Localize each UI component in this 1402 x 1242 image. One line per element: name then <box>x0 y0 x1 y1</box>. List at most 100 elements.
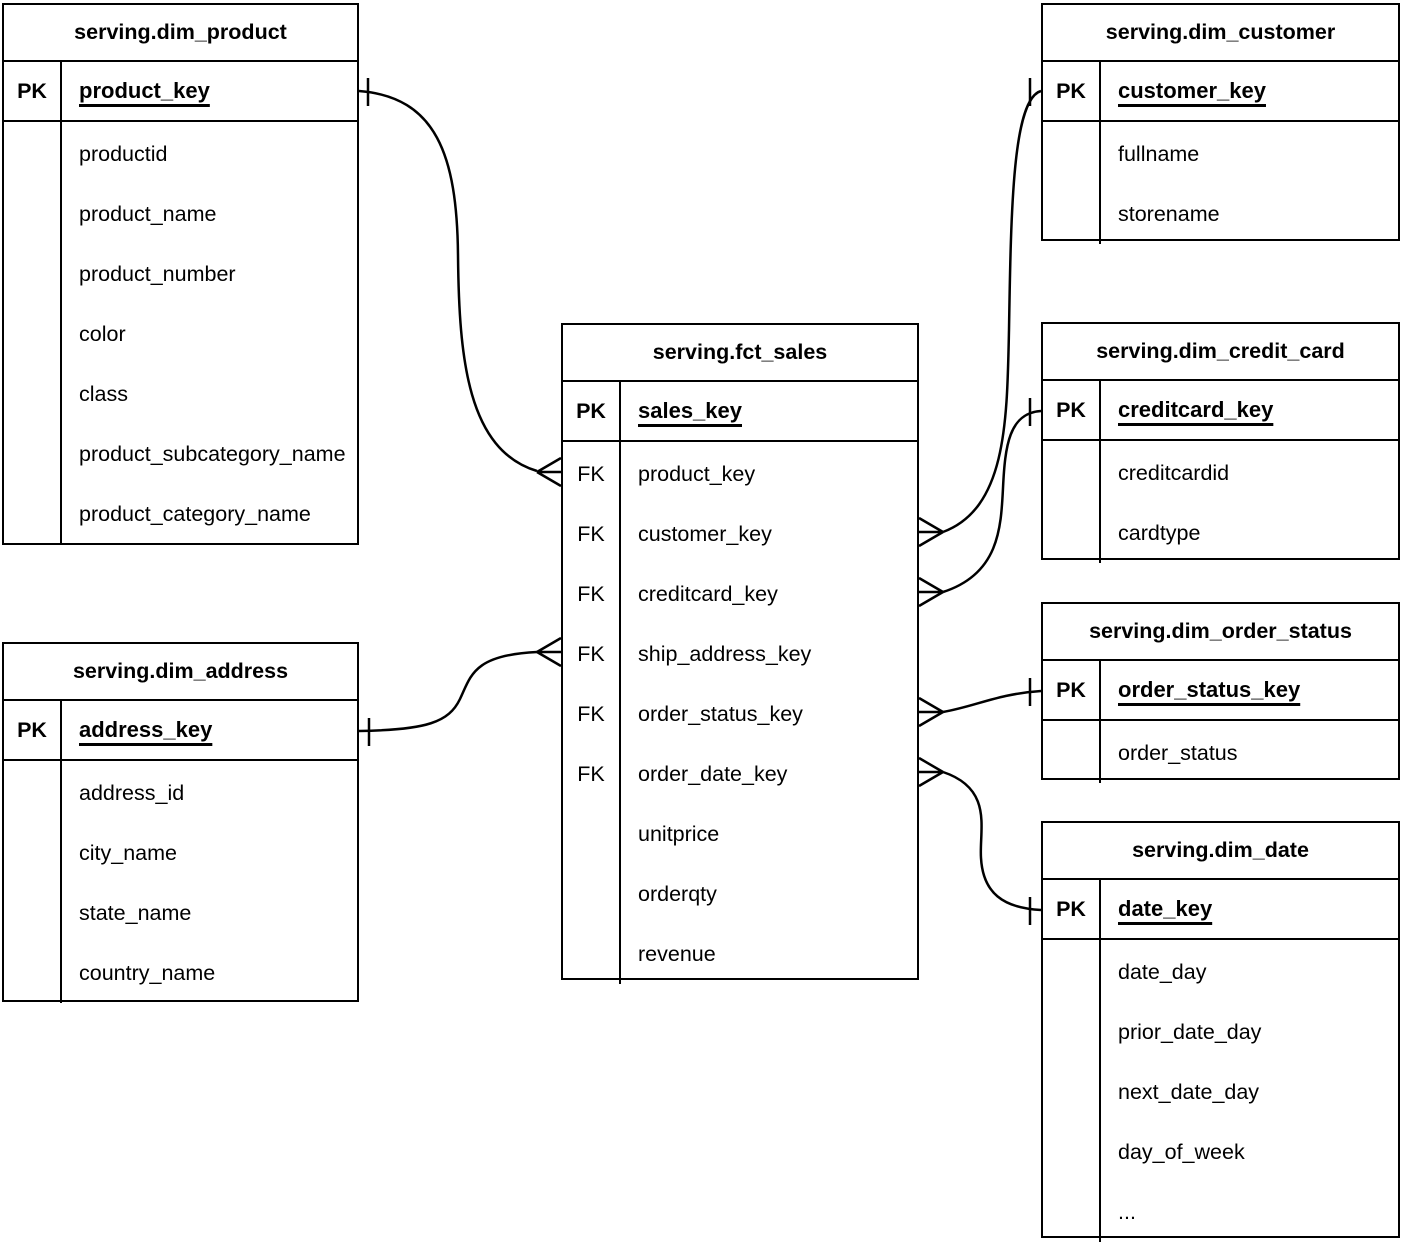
field-name-text: order_date_key <box>638 761 788 786</box>
field-name-text: order_status_key <box>638 701 803 726</box>
field-column: date_day prior_date_day next_date_day day_o… <box>1101 940 1398 1242</box>
relationship-line <box>358 89 538 473</box>
entity-title: serving.dim_address <box>4 644 357 701</box>
field-name-text: fullname <box>1118 141 1200 166</box>
field-name-text: next_date_day <box>1118 1079 1260 1104</box>
relationship-fct_sales-dim_customer <box>918 78 1042 548</box>
field-name: product_number <box>62 244 357 304</box>
key-cell-empty <box>4 763 60 823</box>
key-cell-empty <box>1043 723 1099 783</box>
entity-title: serving.dim_credit_card <box>1043 324 1398 381</box>
pk-badge: PK <box>1043 661 1101 719</box>
field-name-text: product_name <box>79 201 217 226</box>
key-column <box>1043 940 1101 1242</box>
key-column <box>4 761 62 1003</box>
key-cell-empty <box>1043 124 1099 184</box>
field-name-text: storename <box>1118 201 1220 226</box>
fk-badge: FK <box>577 581 605 606</box>
field-name: order_date_key <box>621 744 917 804</box>
fields-area: order_status <box>1043 721 1398 783</box>
key-cell-empty <box>1043 1002 1099 1062</box>
fields-area: fullname storename <box>1043 122 1398 244</box>
field-name-text: cardtype <box>1118 520 1201 545</box>
field-name: class <box>62 364 357 424</box>
key-cell-empty <box>563 924 619 984</box>
relationship-line <box>942 770 1042 912</box>
field-name: orderqty <box>621 864 917 924</box>
field-name: order_status <box>1101 723 1398 783</box>
field-name: state_name <box>62 883 357 943</box>
key-cell-empty <box>1043 1062 1099 1122</box>
crows-foot-icon <box>918 576 944 608</box>
key-column <box>4 122 62 544</box>
entity-title: serving.dim_date <box>1043 823 1398 880</box>
pk-field-name: address_key <box>79 717 213 742</box>
field-name: order_status_key <box>621 684 917 744</box>
pk-badge: PK <box>4 701 62 759</box>
field-name: prior_date_day <box>1101 1002 1398 1062</box>
relationship-fct_sales-dim_credit_card <box>918 398 1042 608</box>
key-cell-empty <box>1043 184 1099 244</box>
key-column <box>1043 122 1101 244</box>
field-name: productid <box>62 124 357 184</box>
field-name: ship_address_key <box>621 624 917 684</box>
relationship-line <box>358 650 538 733</box>
key-column <box>1043 441 1101 563</box>
key-cell-empty <box>4 424 60 484</box>
relationship-fct_sales-dim_address <box>358 636 562 746</box>
pk-row: PK order_status_key <box>1043 661 1398 721</box>
field-name-text: product_subcategory_name <box>79 441 346 466</box>
field-name-text: product_category_name <box>79 501 311 526</box>
field-name: country_name <box>62 943 357 1003</box>
relationship-fct_sales-dim_date <box>918 756 1042 925</box>
field-name: product_name <box>62 184 357 244</box>
field-name-text: creditcard_key <box>638 581 778 606</box>
field-name-text: unitprice <box>638 821 720 846</box>
fields-area: address_id city_name state_name country_nam… <box>4 761 357 1003</box>
entity-title: serving.dim_order_status <box>1043 604 1398 661</box>
key-cell-empty <box>4 364 60 424</box>
key-cell-empty <box>1043 1122 1099 1182</box>
key-cell-empty <box>4 184 60 244</box>
crows-foot-icon <box>536 636 562 668</box>
field-name-text: prior_date_day <box>1118 1019 1262 1044</box>
field-name: creditcard_key <box>621 564 917 624</box>
field-name: storename <box>1101 184 1398 244</box>
pk-badge: PK <box>563 382 621 440</box>
field-name: address_id <box>62 763 357 823</box>
key-cell-empty <box>4 124 60 184</box>
pk-field-name: customer_key <box>1118 78 1266 103</box>
field-name-text: city_name <box>79 840 177 865</box>
pk-badge: PK <box>1043 880 1101 938</box>
key-cell-empty <box>4 244 60 304</box>
field-name: product_category_name <box>62 484 357 544</box>
key-cell-empty <box>4 943 60 1003</box>
field-column: order_status <box>1101 721 1398 783</box>
pk-field-name: order_status_key <box>1118 677 1301 702</box>
field-name: date_day <box>1101 942 1398 1002</box>
key-cell-empty <box>4 883 60 943</box>
field-name: day_of_week <box>1101 1122 1398 1182</box>
field-name: fullname <box>1101 124 1398 184</box>
field-name-text: country_name <box>79 960 216 985</box>
entity-title: serving.dim_product <box>4 5 357 62</box>
field-name-text: customer_key <box>638 521 772 546</box>
field-name: cardtype <box>1101 503 1398 563</box>
key-column <box>1043 721 1101 783</box>
field-name-text: product_number <box>79 261 236 286</box>
